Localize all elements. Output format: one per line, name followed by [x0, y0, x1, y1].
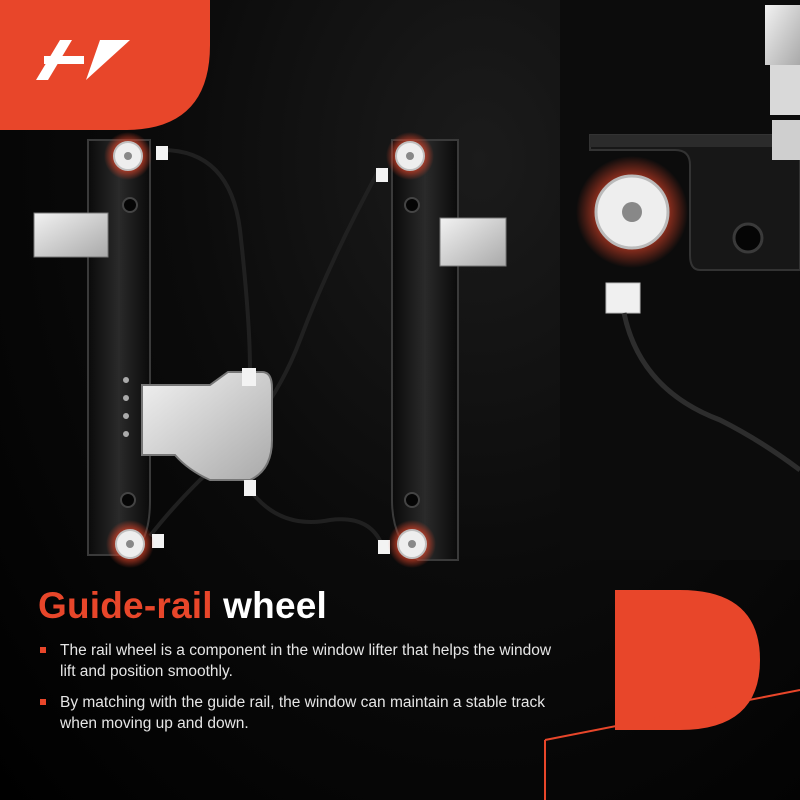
window-regulator-product-image: [33, 139, 507, 561]
guide-rail-wheel-top-right-icon: [386, 132, 434, 180]
guide-rail-wheel-closeup-image: [560, 0, 800, 560]
guide-rail-wheel-top-left-icon: [104, 132, 152, 180]
brand-d-shape-icon: [544, 590, 800, 800]
red-square-bullet-icon: [40, 699, 46, 705]
feature-text: By matching with the guide rail, the win…: [60, 694, 546, 732]
page-title: Guide-rail wheel: [38, 582, 327, 630]
feature-list-item: The rail wheel is a component in the win…: [40, 640, 560, 682]
feature-list-item: By matching with the guide rail, the win…: [40, 692, 560, 734]
feature-text: The rail wheel is a component in the win…: [60, 642, 552, 680]
heading-accent: Guide-rail: [38, 585, 213, 626]
guide-rail-wheel-bottom-left-icon: [106, 520, 154, 568]
guide-rail-wheel-bottom-right-icon: [388, 520, 436, 568]
red-square-bullet-icon: [40, 647, 46, 653]
ap-logo-icon: [0, 0, 210, 130]
feature-list: The rail wheel is a component in the win…: [40, 640, 560, 744]
heading-rest: wheel: [212, 585, 327, 626]
